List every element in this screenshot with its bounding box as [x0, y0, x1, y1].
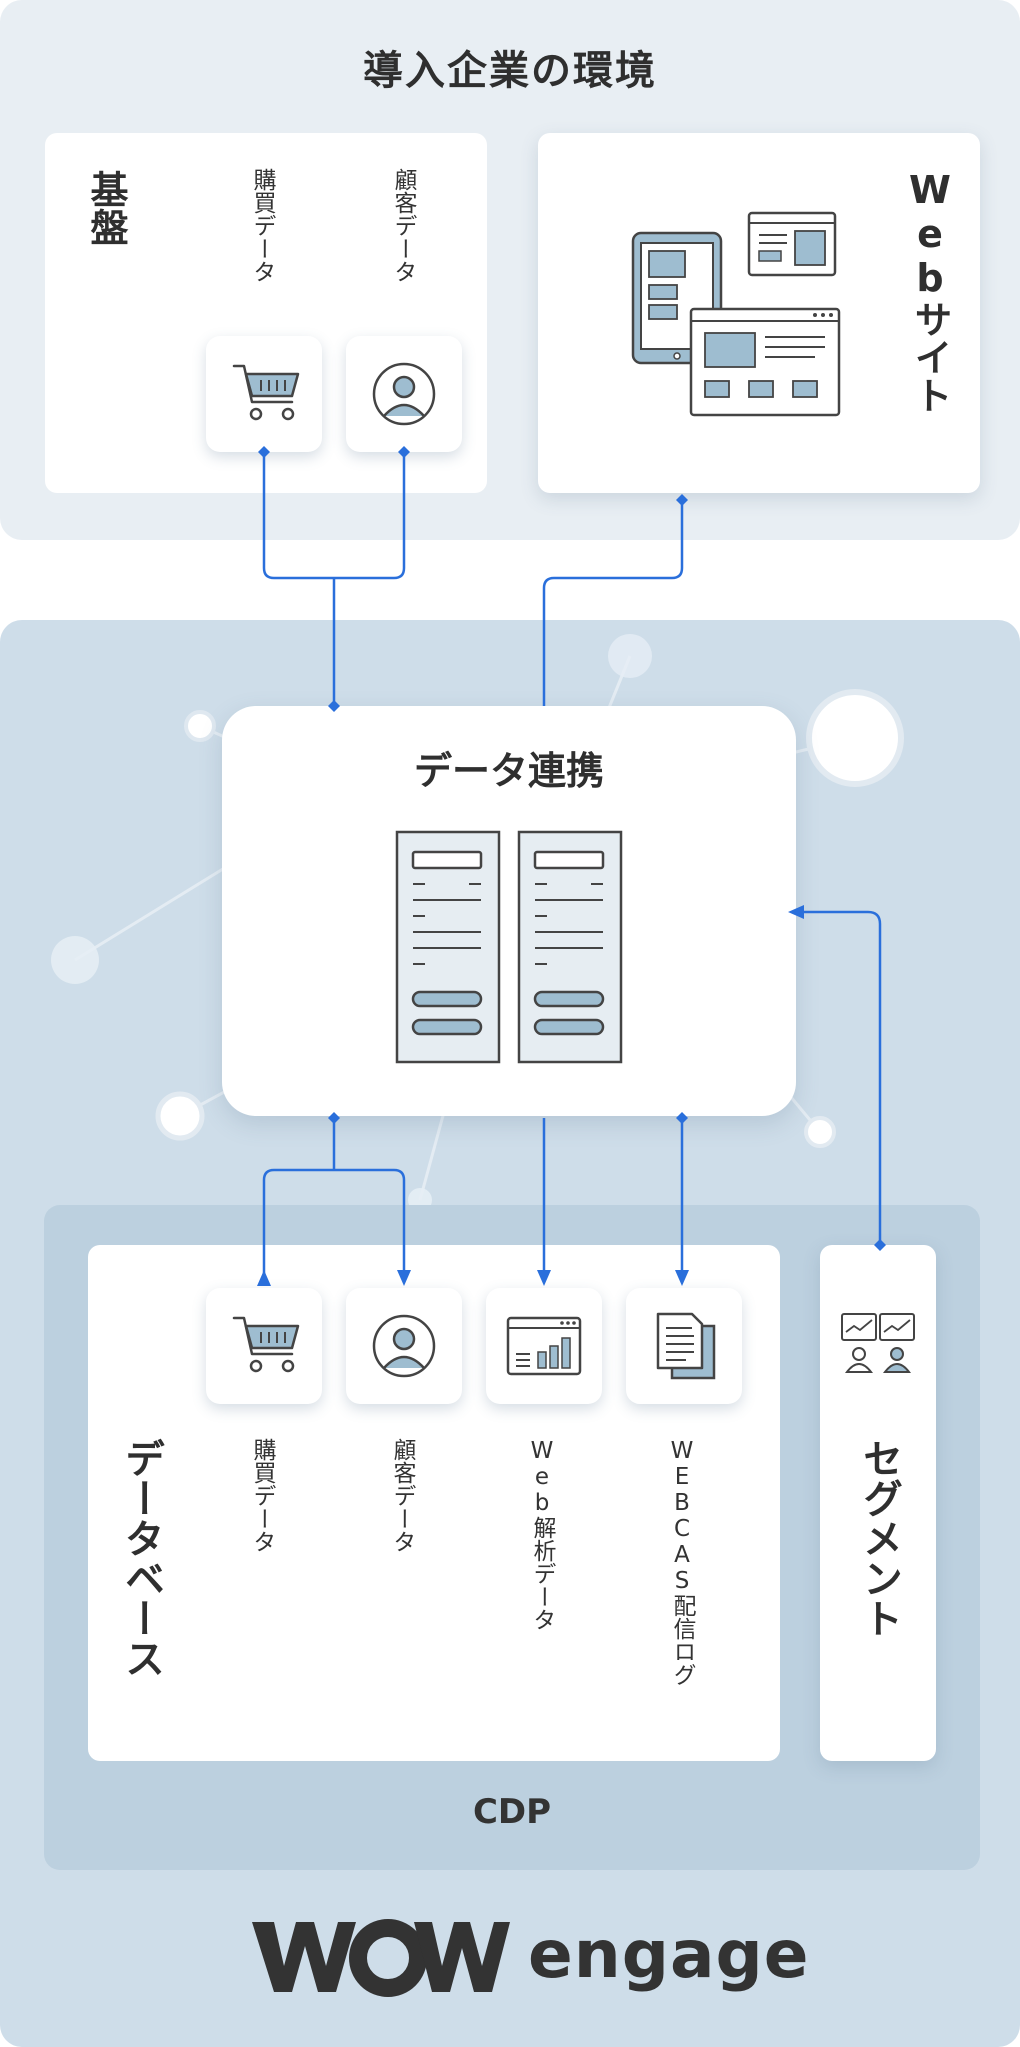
data-integration-title: データ連携	[413, 749, 604, 793]
client-environment-title: 導入企業の環境	[363, 48, 657, 94]
segment-card	[820, 1245, 936, 1761]
env-purchase-data-label: 購買データ	[249, 168, 275, 283]
db-delivery-log-tile	[626, 1288, 742, 1404]
db-web-analytics-label: Web解析データ	[529, 1438, 555, 1631]
db-web-analytics-tile	[486, 1288, 602, 1404]
base-label: 基盤	[84, 170, 128, 246]
website-label: Webサイト	[908, 168, 952, 414]
user-icon	[372, 362, 436, 426]
db-purchase-data-label: 購買データ	[249, 1438, 275, 1553]
website-icon	[631, 211, 841, 417]
db-customer-data-label: 顧客データ	[389, 1438, 415, 1553]
cart-icon	[232, 364, 300, 421]
cart-icon	[232, 1316, 300, 1373]
env-cart-tile	[206, 336, 322, 452]
env-customer-data-label: 顧客データ	[390, 168, 416, 283]
engage-wordmark: engage	[528, 1916, 810, 1993]
segment-label: セグメント	[856, 1438, 902, 1638]
database-label: データベース	[118, 1438, 164, 1678]
db-delivery-log-label: WEBCAS配信ログ	[669, 1438, 695, 1686]
server-icon	[395, 830, 623, 1064]
db-customer-tile	[346, 1288, 462, 1404]
wow-logo	[252, 1919, 510, 1997]
analytics-icon	[506, 1316, 582, 1376]
db-cart-tile	[206, 1288, 322, 1404]
document-icon	[656, 1312, 716, 1380]
user-icon	[372, 1314, 436, 1378]
data-integration-card	[222, 706, 796, 1116]
env-customer-tile	[346, 336, 462, 452]
segment-icon	[841, 1313, 915, 1373]
cdp-label: CDP	[472, 1792, 552, 1832]
